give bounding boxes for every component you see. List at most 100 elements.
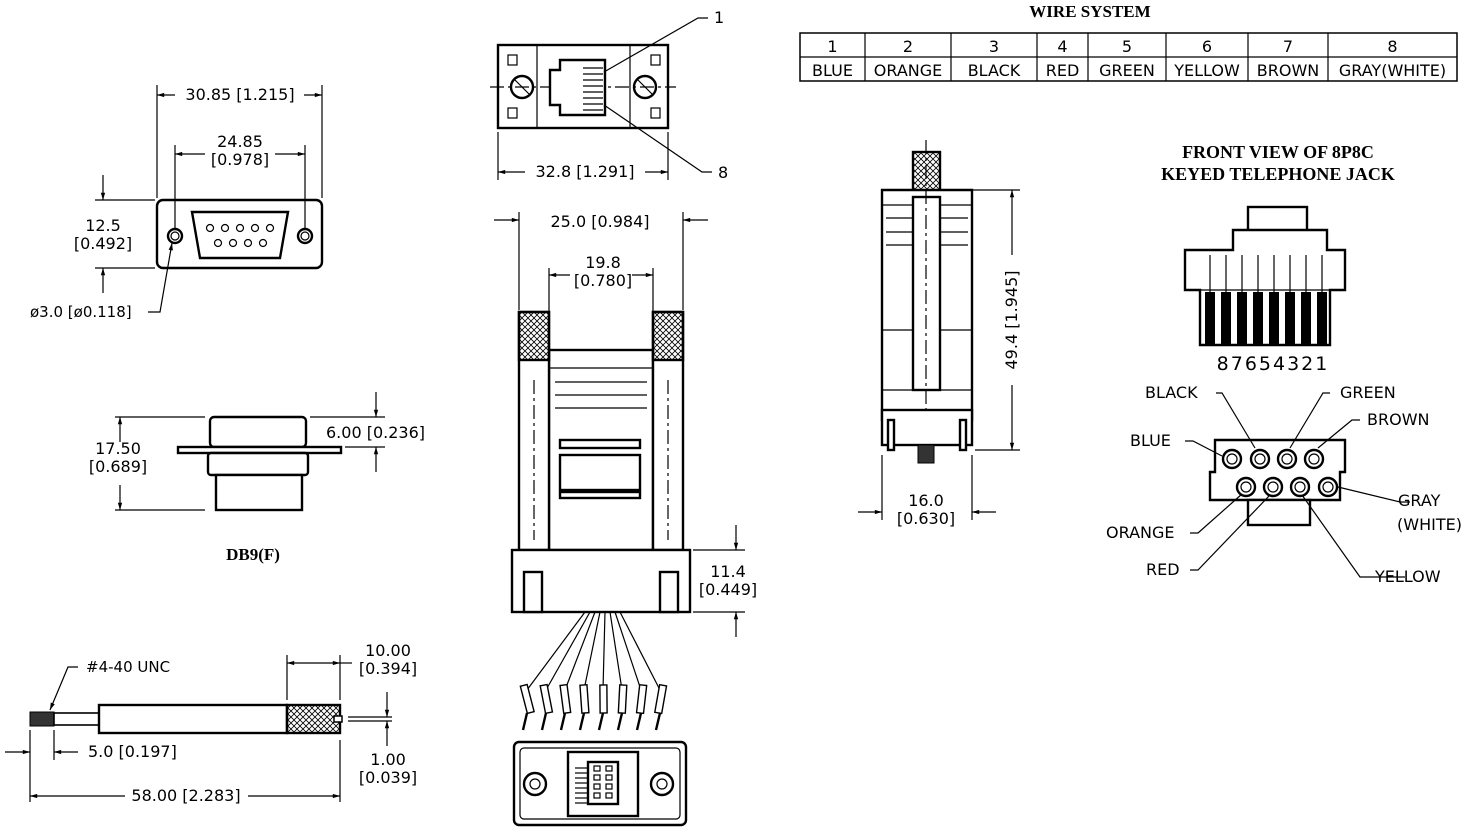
db9-height-mm: 12.5: [85, 216, 121, 235]
table-pin-number: 8: [1387, 37, 1397, 56]
db9-pin: [220, 223, 230, 233]
label-orange: ORANGE: [1106, 523, 1174, 542]
jack-title-line1: FRONT VIEW OF 8P8C: [1182, 142, 1374, 162]
jack-contact: [1301, 292, 1311, 345]
db9-outer-width-dim: 30.85 [1.215]: [185, 85, 294, 104]
screw-slot-in: [0.039]: [359, 768, 417, 787]
db9-depth-mm: 17.50: [95, 439, 141, 458]
table-wire-color: BROWN: [1257, 61, 1319, 80]
table-wire-color: GREEN: [1099, 61, 1155, 80]
jack-pin-numbers: 87654321: [1217, 353, 1330, 375]
db9-pin: [205, 223, 215, 233]
wire: [564, 611, 596, 691]
wire-hole: [1276, 448, 1298, 470]
jack-contact: [1237, 292, 1247, 345]
wire: [545, 611, 591, 691]
wire-crimp: [635, 683, 648, 715]
db9-depth-in: [0.689]: [89, 457, 147, 476]
wire-hole: [1303, 448, 1325, 470]
wire-system-table: WIRE SYSTEM 1BLUE2ORANGE3BLACK4RED5GREEN…: [799, 2, 1458, 82]
wire-hole: [1262, 476, 1284, 498]
db9-pin: [265, 223, 275, 233]
screw-thread-label: #4-40 UNC: [86, 658, 170, 676]
screw-thread-length-dim: 5.0 [0.197]: [88, 742, 177, 761]
adapter-body-view: 25.0 [0.984] 19.8 [0.780] 11.4 [0.449]: [494, 212, 757, 731]
wire-crimp: [519, 683, 535, 715]
wire-crimp: [599, 684, 608, 714]
table-wire-color: YELLOW: [1173, 61, 1240, 80]
screw-knurl-mm: 10.00: [365, 641, 411, 660]
wire-crimp: [559, 683, 572, 715]
label-black: BLACK: [1145, 383, 1198, 402]
label-white: (WHITE): [1397, 515, 1462, 534]
jack-contact: [1253, 292, 1263, 345]
wire-system-title: WIRE SYSTEM: [1029, 2, 1150, 21]
label-blue: BLUE: [1130, 431, 1171, 450]
wire: [602, 611, 606, 691]
table-pin-number: 4: [1057, 37, 1067, 56]
screw-view: #4-40 UNC 10.00 [0.394] 1.00 [0.039] 5.0…: [5, 641, 417, 805]
wire: [619, 611, 661, 691]
wire-crimp: [579, 684, 590, 714]
table-pin-number: 1: [827, 37, 837, 56]
inner-width-mm: 19.8: [585, 253, 621, 272]
db9-inner-width-in: [0.978]: [211, 150, 269, 169]
table-wire-color: BLACK: [968, 61, 1021, 80]
table-wire-color: RED: [1046, 61, 1080, 80]
wire: [526, 611, 586, 691]
base-height-mm: 11.4: [710, 562, 746, 581]
wire: [609, 611, 623, 691]
wire-hole: [1221, 448, 1243, 470]
base-height-in: [0.449]: [699, 580, 757, 599]
pin-1-label: 1: [714, 8, 724, 27]
pin-8-label: 8: [718, 163, 728, 182]
table-wire-color: BLUE: [812, 61, 853, 80]
jack-contact: [1317, 292, 1327, 345]
screw-knurl-in: [0.394]: [359, 659, 417, 678]
label-green: GREEN: [1340, 383, 1396, 402]
db9-pin: [213, 238, 223, 248]
db9-inner-width-mm: 24.85: [217, 132, 263, 151]
adapter-bottom-view: [512, 740, 688, 827]
wire-crimp: [653, 683, 668, 715]
jack-title-line2: KEYED TELEPHONE JACK: [1161, 164, 1395, 184]
table-pin-number: 6: [1202, 37, 1212, 56]
adapter-side-view: 49.4 [1.945] 16.0 [0.630]: [858, 140, 1021, 528]
table-wire-color: ORANGE: [874, 61, 942, 80]
table-pin-number: 2: [903, 37, 913, 56]
wire: [614, 611, 642, 691]
screw-slot-mm: 1.00: [370, 750, 406, 769]
table-pin-number: 5: [1122, 37, 1132, 56]
label-yellow: YELLOW: [1374, 567, 1441, 586]
db9-flange-dim: 6.00 [0.236]: [326, 423, 425, 442]
inner-width-in: [0.780]: [574, 271, 632, 290]
label-gray: GRAY: [1398, 491, 1441, 510]
body-width-dim: 25.0 [0.984]: [551, 212, 650, 231]
side-width-in: [0.630]: [897, 509, 955, 528]
db9-hole-dim: ø3.0 [ø0.118]: [30, 303, 132, 321]
jack-contact: [1285, 292, 1295, 345]
wire: [583, 611, 601, 691]
db9-pin: [258, 238, 268, 248]
db9-height-in: [0.492]: [74, 234, 132, 253]
jack-contact: [1205, 292, 1215, 345]
wire-crimp: [617, 684, 628, 714]
length-dim: 49.4 [1.945]: [1002, 271, 1021, 370]
wire-hole: [1317, 476, 1339, 498]
db9-pin: [235, 223, 245, 233]
table-wire-color: GRAY(WHITE): [1339, 61, 1446, 80]
jack-contact: [1269, 292, 1279, 345]
screw-length-dim: 58.00 [2.283]: [131, 786, 240, 805]
db9-front-view: 30.85 [1.215] 24.85 [0.978] 12.5 [0.492]…: [30, 85, 324, 321]
label-red: RED: [1146, 560, 1180, 579]
db9-label: DB9(F): [226, 545, 280, 564]
wire-crimp: [539, 683, 554, 715]
db9-pin: [250, 223, 260, 233]
db9-pin: [243, 238, 253, 248]
table-pin-number: 7: [1283, 37, 1293, 56]
jack-front-view: FRONT VIEW OF 8P8C KEYED TELEPHONE JACK …: [1161, 142, 1395, 375]
db9-pin: [228, 238, 238, 248]
db9-side-view: 17.50 [0.689] 6.00 [0.236] DB9(F): [89, 392, 425, 564]
jack-contact: [1221, 292, 1231, 345]
